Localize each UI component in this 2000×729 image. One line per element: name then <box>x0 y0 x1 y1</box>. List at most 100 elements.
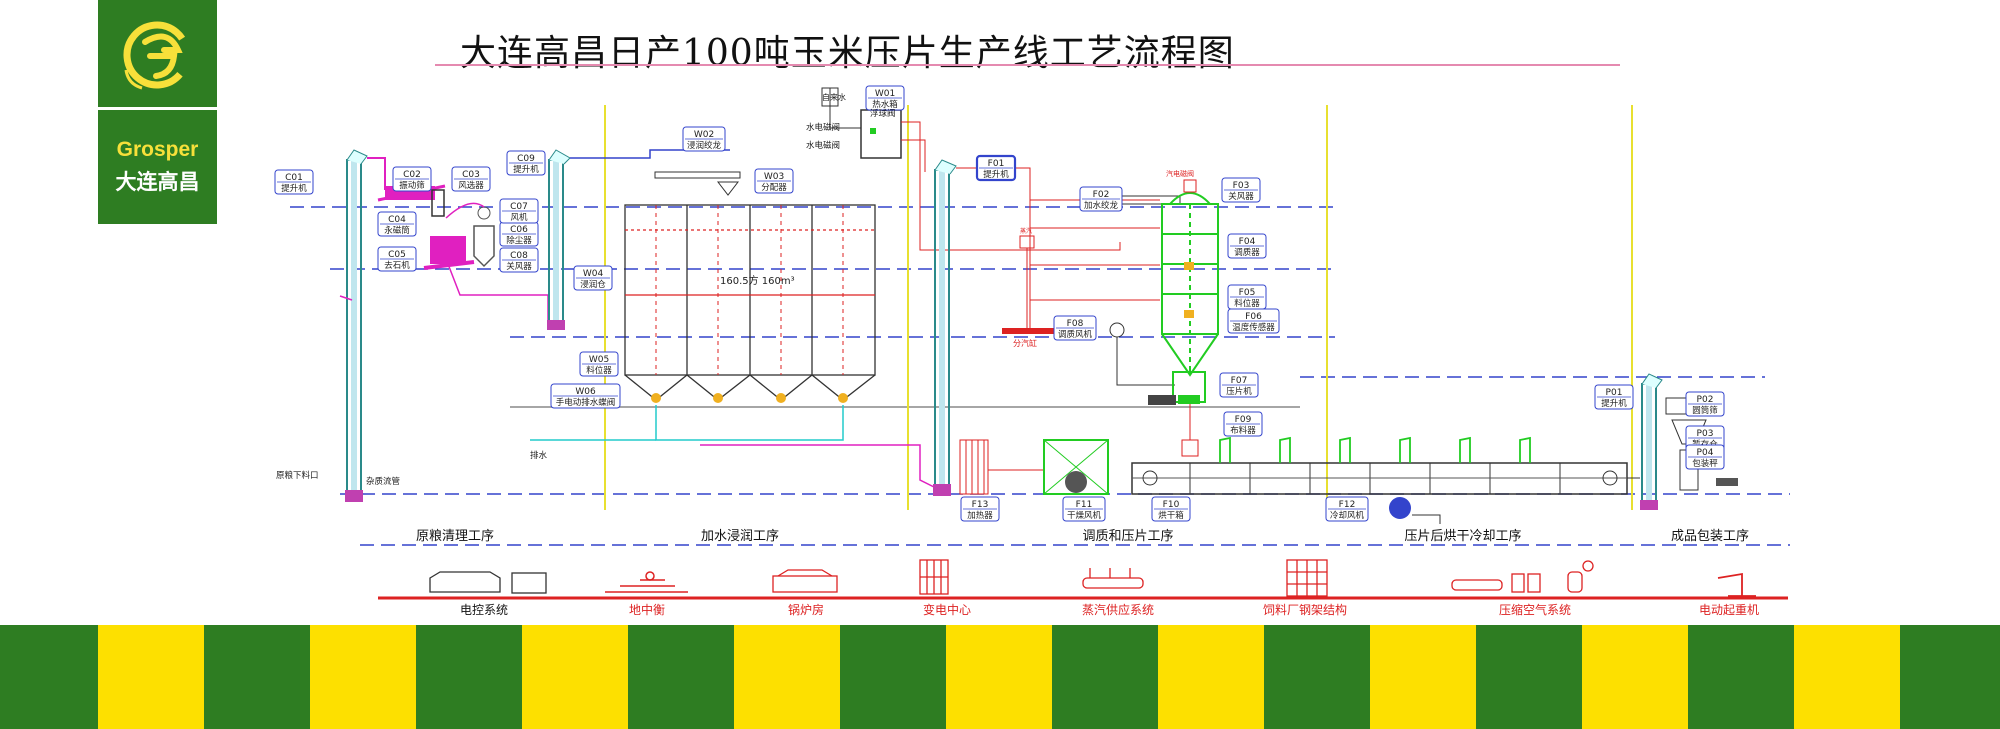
stripe <box>0 625 98 729</box>
annotation-valve-1: 水电磁阀 <box>806 122 840 133</box>
utility-label: 蒸汽供应系统 <box>1082 602 1154 617</box>
impurity-pipe <box>339 295 353 301</box>
hot-water-to-conditioner <box>901 121 1121 251</box>
dryer-sprocket-left <box>1142 470 1158 486</box>
equipment-name: 振动筛 <box>399 180 425 191</box>
utility-label: 锅炉房 <box>788 602 824 617</box>
equipment-code: F08 <box>1067 319 1084 329</box>
page-title: 大连高昌日产100吨玉米压片生产线工艺流程图 <box>460 33 1235 74</box>
stage-separators <box>604 105 1633 510</box>
utility-label: 电控系统 <box>460 603 508 617</box>
equipment-name: 干燥风机 <box>1067 510 1102 521</box>
equipment-code: C09 <box>517 154 535 164</box>
hot-water-to-screw <box>901 139 926 172</box>
elevator-c01-boot <box>345 490 363 502</box>
soaking-silos-w04 <box>624 204 876 401</box>
vibrating-screen-c02-frame <box>377 184 446 202</box>
equipment-code: C08 <box>510 251 528 261</box>
screw-w02 <box>654 171 741 179</box>
elevator-f01-head <box>934 159 957 175</box>
equipment-code: F12 <box>1339 500 1356 510</box>
equipment-code: W03 <box>764 172 784 182</box>
equipment-code: C02 <box>403 170 421 180</box>
stage-label: 成品包装工序 <box>1671 529 1749 544</box>
equipment-name: 风机 <box>510 212 528 223</box>
equipment-code: F01 <box>988 159 1005 169</box>
equipment-name: 布料器 <box>1230 425 1256 436</box>
stripe <box>310 625 416 729</box>
stripe <box>1370 625 1476 729</box>
g-swirl-logo-icon <box>123 21 191 90</box>
equipment-name: 压片机 <box>1226 386 1252 397</box>
equipment-code: C04 <box>388 215 406 225</box>
equipment-name: 关风器 <box>1228 191 1254 202</box>
elevator-c09-boot <box>547 320 565 330</box>
drain-valves-w06 <box>651 393 848 403</box>
drying-fan-enclosure <box>1043 439 1109 495</box>
equipment-name: 包装秤 <box>1692 458 1718 469</box>
stripe <box>1688 625 1794 729</box>
stripe <box>1158 625 1264 729</box>
equipment-name: 去石机 <box>384 260 410 271</box>
stripe <box>1052 625 1158 729</box>
equipment-name: 关风器 <box>506 261 532 272</box>
elevator-p01-head <box>1641 373 1663 389</box>
equipment-code: F07 <box>1231 376 1248 386</box>
equipment-name: 提升机 <box>281 183 307 194</box>
elevator-p01-boot <box>1640 500 1658 510</box>
elevator-c09-core <box>553 160 559 325</box>
stage-label: 加水浸润工序 <box>701 529 779 544</box>
temperature-sensor-f06 <box>1184 310 1194 318</box>
equipment-name: 提升机 <box>513 164 539 175</box>
equipment-name: 料位器 <box>586 365 612 376</box>
equipment-name: 料位器 <box>1234 298 1260 309</box>
elevator-f01-core <box>939 170 945 490</box>
annotation-raw-inlet: 原粮下料口 <box>276 470 319 481</box>
equipment-code: P02 <box>1697 395 1714 405</box>
chute-c01-c02 <box>367 157 386 190</box>
logo-company-name: 大连高昌 <box>115 170 200 194</box>
equipment-name: 永磁筒 <box>384 225 410 236</box>
flaking-mill-rolls <box>1178 395 1200 404</box>
weighbridge-icon <box>605 571 688 593</box>
elevator-c01-core <box>351 160 357 500</box>
fan-duct-f08 <box>1116 337 1175 386</box>
equipment-name: 圆筒筛 <box>1692 405 1718 416</box>
cleaning-section <box>339 149 730 502</box>
equipment-name: 除尘器 <box>506 235 532 246</box>
utility-label: 饲料厂钢架结构 <box>1263 602 1347 617</box>
logo-brand-text: Grosper <box>116 138 199 161</box>
logo-emblem <box>98 0 217 110</box>
equipment-name: 浸润仓 <box>580 279 606 290</box>
drain-pipe <box>655 405 844 441</box>
equipment-code: C06 <box>510 225 528 235</box>
stripe <box>840 625 946 729</box>
equipment-name: 提升机 <box>983 169 1009 180</box>
stripe <box>1900 625 2000 729</box>
stripe <box>1476 625 1582 729</box>
equipment-code: C03 <box>462 170 480 180</box>
annotation-silo-volume: 160.5方 160m³ <box>720 274 795 287</box>
equipment-code: C07 <box>510 202 528 212</box>
annotation-impurity-outlet: 杂质流管 <box>366 476 400 487</box>
electric-crane-icon <box>1717 572 1756 597</box>
dryer-sprocket-right <box>1602 470 1618 486</box>
equipment-code: F04 <box>1239 237 1256 247</box>
equipment-code: P04 <box>1697 448 1714 458</box>
drying-section <box>959 436 1640 524</box>
